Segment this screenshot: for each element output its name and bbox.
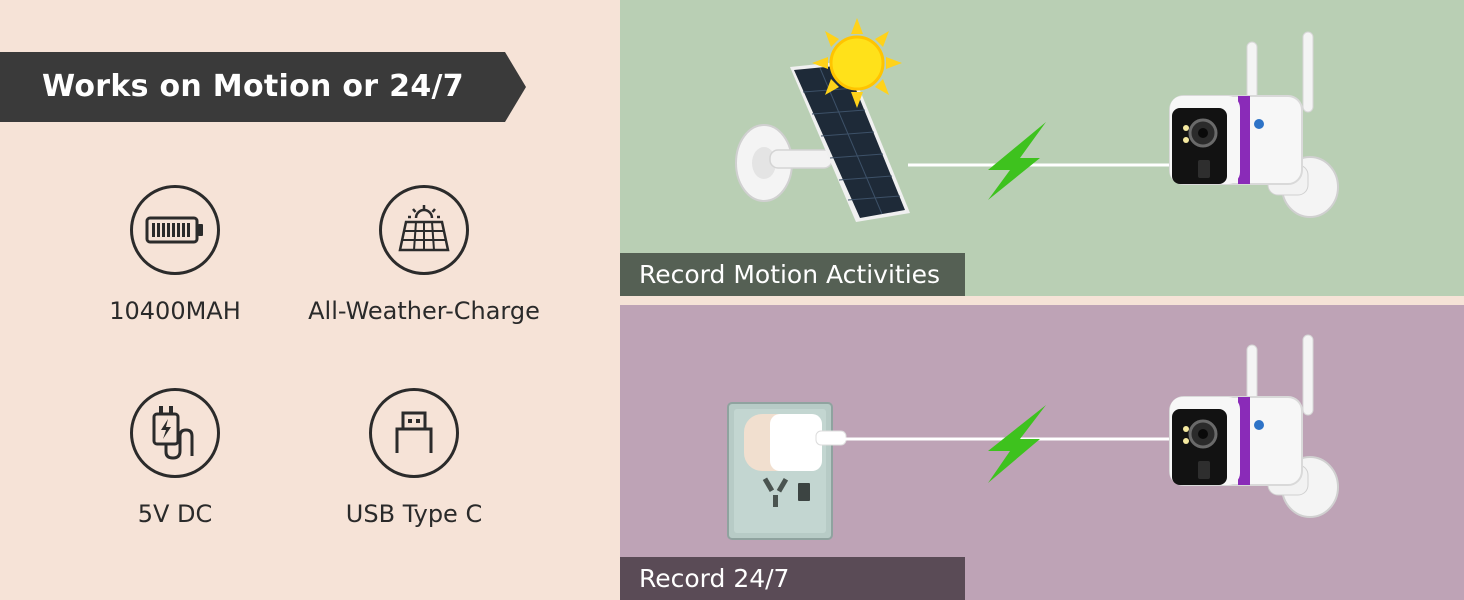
feature-solar: All-Weather-Charge xyxy=(294,185,554,325)
features-panel: Works on Motion or 24/7 10400MAH xyxy=(0,0,620,600)
solar-panel-icon xyxy=(790,61,910,222)
usb-icon xyxy=(395,411,433,453)
solar-scene-illustration xyxy=(735,18,1339,222)
solar-scene: Record Motion Activities xyxy=(620,0,1464,296)
camera-icon xyxy=(1169,31,1339,218)
solar-panel-icon xyxy=(398,205,450,252)
scene-caption: Record 24/7 xyxy=(620,557,965,600)
scene-divider xyxy=(620,296,1464,305)
battery-icon xyxy=(145,216,203,244)
wall-mount-icon xyxy=(735,124,833,202)
power-adapter-icon xyxy=(744,414,847,471)
feature-usb: USB Type C xyxy=(284,388,544,528)
feature-circle xyxy=(369,388,459,478)
feature-circle xyxy=(379,185,469,275)
lightning-bolt-icon xyxy=(988,405,1046,483)
title-ribbon: Works on Motion or 24/7 xyxy=(0,52,526,122)
plug-scene: Record 24/7 xyxy=(620,305,1464,600)
feature-battery: 10400MAH xyxy=(45,185,305,325)
plug-scene-illustration xyxy=(727,334,1339,540)
lightning-bolt-icon xyxy=(988,122,1046,200)
feature-label: USB Type C xyxy=(345,500,483,528)
power-adapter-icon xyxy=(152,406,194,460)
page-title: Works on Motion or 24/7 xyxy=(42,69,464,104)
camera-icon xyxy=(1169,334,1339,518)
sun-icon xyxy=(812,18,902,108)
feature-power: 5V DC xyxy=(45,388,305,528)
feature-circle xyxy=(130,388,220,478)
ribbon-shape xyxy=(0,52,526,122)
feature-label: 5V DC xyxy=(137,500,213,528)
feature-label: 10400MAH xyxy=(109,297,241,325)
feature-label: All-Weather-Charge xyxy=(308,297,540,325)
feature-circle xyxy=(130,185,220,275)
scene-caption: Record Motion Activities xyxy=(620,253,965,296)
